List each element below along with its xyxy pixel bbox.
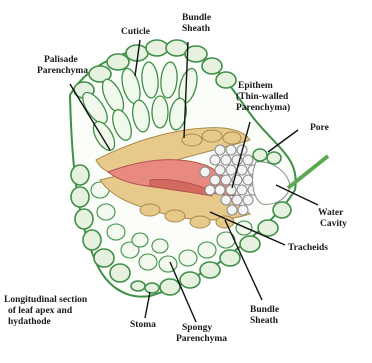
label-bundle-sheath-bottom-l1: Bundle xyxy=(250,305,279,315)
label-palisade-l2: Parenchyma xyxy=(37,66,88,76)
label-epithem-l1: Epithem xyxy=(238,81,273,91)
label-water-cavity: Water Cavity xyxy=(318,208,347,229)
label-bundle-sheath-top: Bundle Sheath xyxy=(182,13,213,34)
label-stoma: Stoma xyxy=(130,320,156,330)
label-bundle-sheath-bottom-l2: Sheath xyxy=(250,316,279,326)
caption-l2: of leaf apex and xyxy=(8,306,73,316)
caption: Longitudinal section of leaf apex and hy… xyxy=(4,295,90,327)
caption-l3: hydathode xyxy=(8,317,51,327)
caption-l1: Longitudinal section xyxy=(4,295,88,305)
label-epithem-l2: (Thin-walled xyxy=(236,91,289,102)
label-palisade: Palisade Parenchyma xyxy=(37,55,88,76)
label-cuticle: Cuticle xyxy=(121,27,150,37)
label-tracheids: Tracheids xyxy=(288,243,328,253)
label-spongy-l1: Spongy xyxy=(182,323,212,333)
label-pore: Pore xyxy=(310,123,329,133)
label-water-cavity-l2: Cavity xyxy=(320,219,347,229)
label-epithem-l3: Parenchyma) xyxy=(236,102,290,113)
label-epithem: Epithem (Thin-walled Parenchyma) xyxy=(236,81,291,113)
label-bundle-sheath-top-l1: Bundle xyxy=(182,13,211,23)
label-bundle-sheath-bottom: Bundle Sheath xyxy=(250,305,281,326)
label-bundle-sheath-top-l2: Sheath xyxy=(182,24,211,34)
label-water-cavity-l1: Water xyxy=(318,208,344,218)
label-palisade-l1: Palisade xyxy=(44,55,78,65)
label-spongy-l2: Parenchyma xyxy=(176,334,227,344)
label-spongy: Spongy Parenchyma xyxy=(176,323,227,344)
